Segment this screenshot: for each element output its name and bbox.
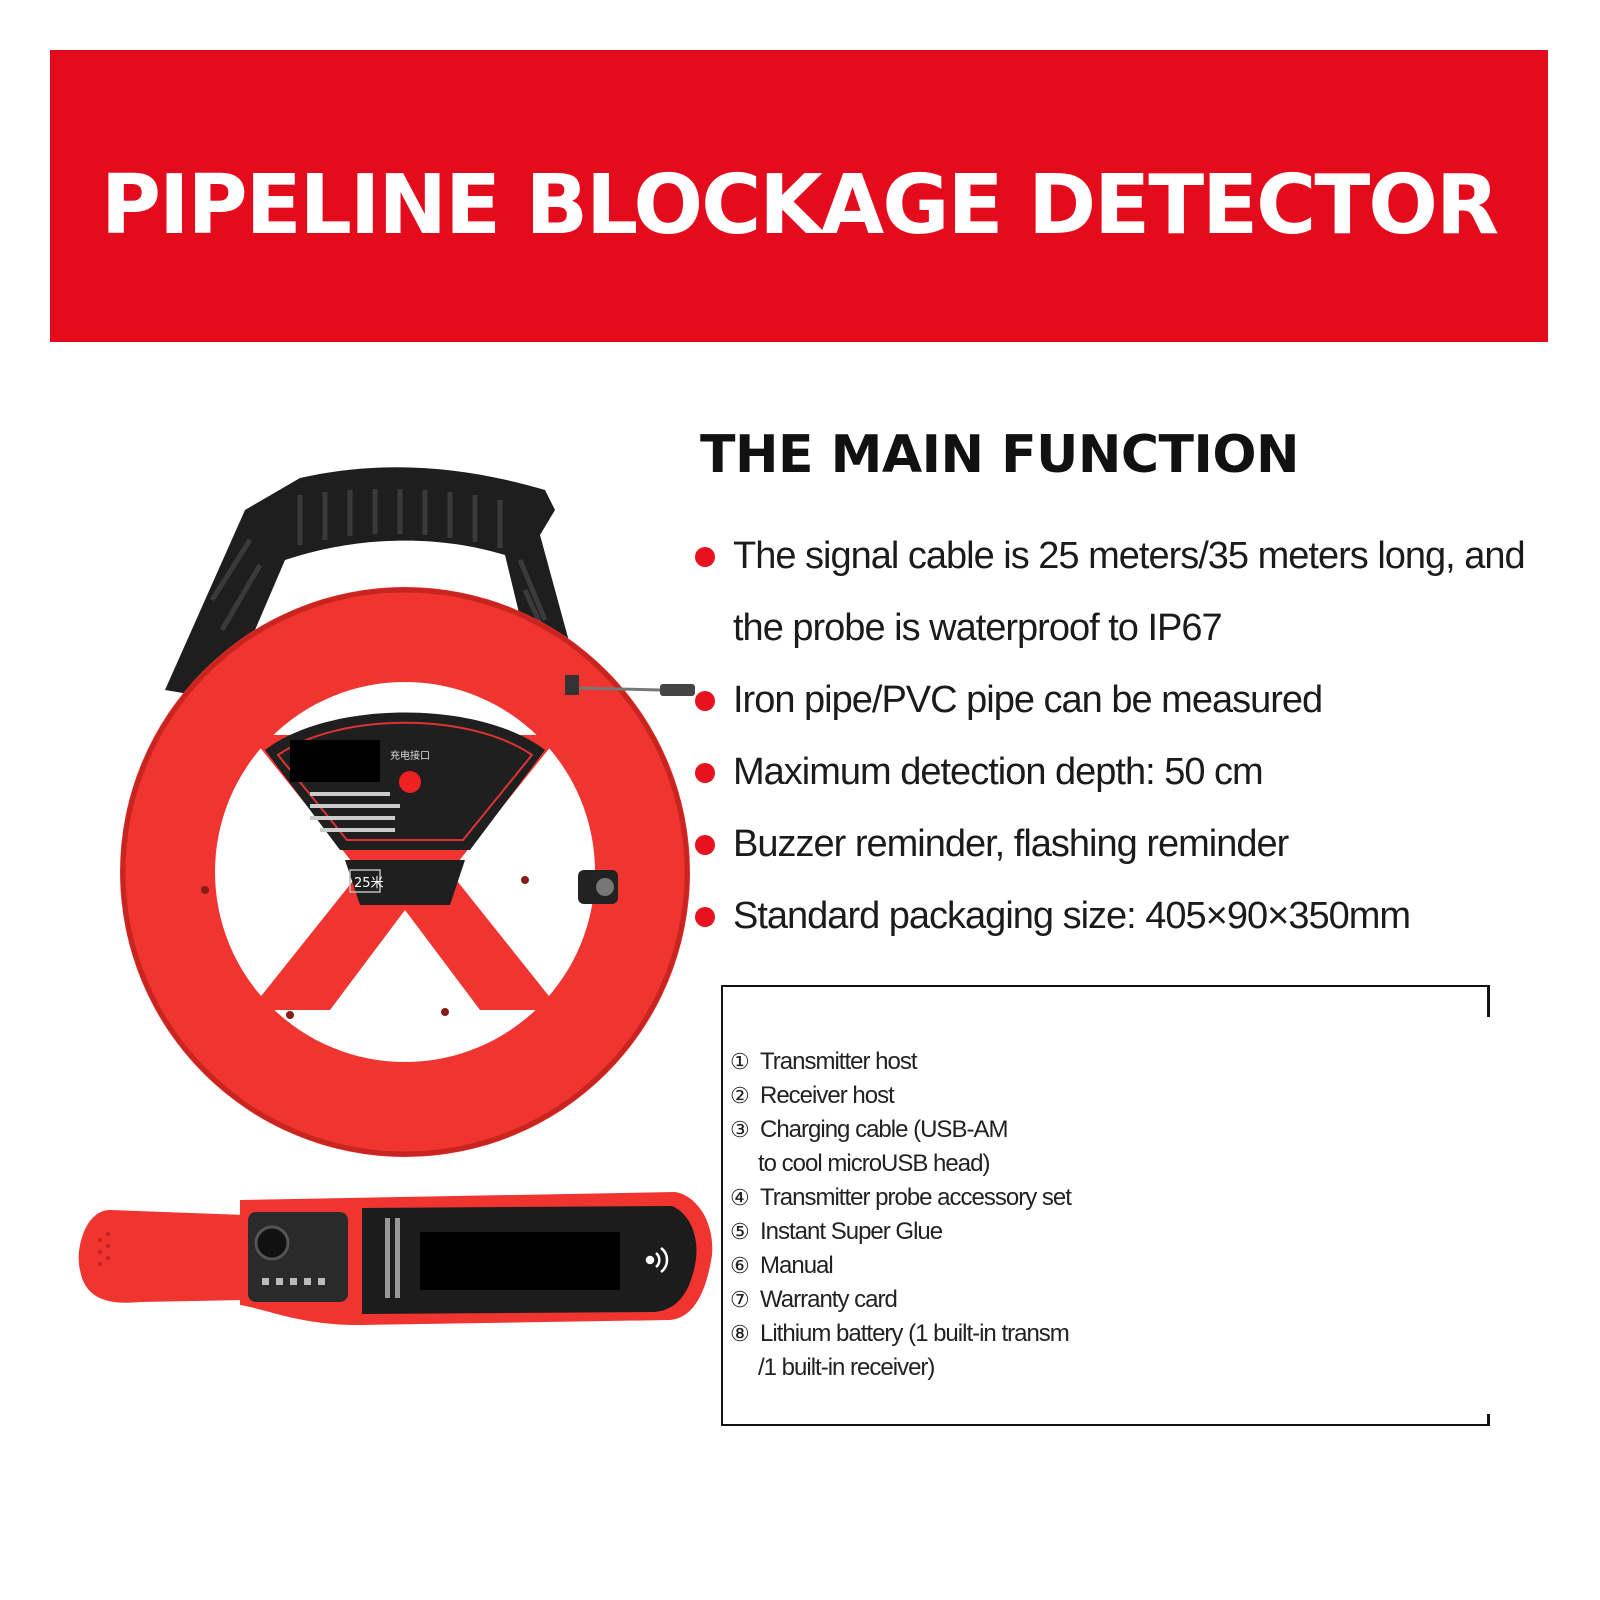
package-item: ⑥ Manual xyxy=(730,1249,1100,1283)
package-item-text: Charging cable (USB-AM xyxy=(760,1116,1008,1143)
package-item-number: ⑦ xyxy=(730,1287,750,1312)
bullet-icon xyxy=(695,547,715,567)
bullet-icon xyxy=(695,835,715,855)
package-item-number: ⑧ xyxy=(730,1321,750,1346)
package-item-text: Receiver host xyxy=(760,1082,895,1109)
feature-text: Iron pipe/PVC pipe can be measured xyxy=(733,679,1323,721)
feature-item: Buzzer reminder, flashing reminder xyxy=(695,808,1575,880)
package-item-number: ④ xyxy=(730,1185,750,1210)
feature-item: Standard packaging size: 405×90×350mm xyxy=(695,880,1575,952)
package-item-text: /1 built-in receiver) xyxy=(758,1354,935,1381)
feature-item: The signal cable is 25 meters/35 meters … xyxy=(695,520,1575,664)
feature-list: The signal cable is 25 meters/35 meters … xyxy=(695,520,1575,952)
charging-port-label: 充电接口 xyxy=(390,749,430,762)
package-item: ⑧ Lithium battery (1 built-in transm xyxy=(730,1317,1100,1351)
main-function-title: THE MAIN FUNCTION xyxy=(700,425,1300,485)
package-item-number: ③ xyxy=(730,1117,750,1142)
package-item: ① Transmitter host xyxy=(730,1045,1100,1079)
feature-text: Buzzer reminder, flashing reminder xyxy=(733,823,1289,865)
package-item-number: ⑥ xyxy=(730,1253,750,1278)
feature-item: Maximum detection depth: 50 cm xyxy=(695,736,1575,808)
package-item-continuation: to cool microUSB head) xyxy=(730,1147,1100,1181)
bullet-icon xyxy=(695,907,715,927)
package-list: ① Transmitter host ② Receiver host ③ Cha… xyxy=(730,1045,1100,1385)
feature-item: Iron pipe/PVC pipe can be measured xyxy=(695,664,1575,736)
package-item-text: Manual xyxy=(760,1252,834,1279)
feature-text: The signal cable is 25 meters/35 meters … xyxy=(733,535,1526,649)
package-item-text: Transmitter probe accessory set xyxy=(760,1184,1072,1211)
package-item-text: to cool microUSB head) xyxy=(758,1150,990,1177)
signal-waves-icon xyxy=(645,1247,669,1273)
probe-cable xyxy=(565,675,695,696)
package-item-text: Warranty card xyxy=(760,1286,898,1313)
package-item-text: Lithium battery (1 built-in transm xyxy=(760,1320,1070,1347)
package-item: ⑦ Warranty card xyxy=(730,1283,1100,1317)
package-item-number: ② xyxy=(730,1083,750,1108)
title-banner: PIPELINE BLOCKAGE DETECTOR xyxy=(50,50,1548,342)
bullet-icon xyxy=(695,763,715,783)
package-item: ⑤ Instant Super Glue xyxy=(730,1215,1100,1249)
feature-text: Maximum detection depth: 50 cm xyxy=(733,751,1264,793)
package-item-number: ⑤ xyxy=(730,1219,750,1244)
transmitter-reel: 充电接口 25米 xyxy=(120,587,690,1157)
package-item-continuation: /1 built-in receiver) xyxy=(730,1351,1100,1385)
bullet-icon xyxy=(695,691,715,711)
banner-title: PIPELINE BLOCKAGE DETECTOR xyxy=(100,157,1499,253)
receiver-wand xyxy=(78,1192,713,1325)
feature-text: Standard packaging size: 405×90×350mm xyxy=(733,895,1411,937)
package-item-text: Transmitter host xyxy=(760,1048,917,1075)
package-item: ② Receiver host xyxy=(730,1079,1100,1113)
package-list-box xyxy=(721,985,1490,1426)
package-item: ③ Charging cable (USB-AM xyxy=(730,1113,1100,1147)
package-item: ④ Transmitter probe accessory set xyxy=(730,1181,1100,1215)
package-item-text: Instant Super Glue xyxy=(760,1218,943,1245)
package-item-number: ① xyxy=(730,1049,750,1074)
reel-length-label: 25米 xyxy=(354,876,384,891)
reel-handle xyxy=(165,467,585,700)
